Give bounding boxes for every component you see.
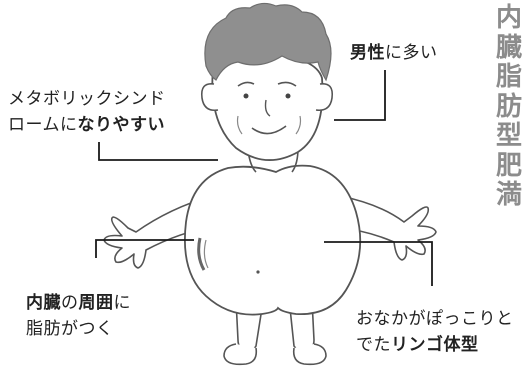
title-char: 満 — [495, 180, 522, 210]
hair — [204, 2, 332, 82]
title-char: 脂 — [495, 62, 522, 92]
mouth — [251, 125, 287, 135]
leader-visceral — [95, 239, 194, 258]
callout-apple: おなかがぽっこりと でたリンゴ体型 — [356, 306, 514, 358]
right-eye — [285, 93, 291, 99]
callout-metabolic-line2: ロームになりやすい — [8, 112, 166, 138]
apple-torso — [183, 164, 362, 316]
callout-apple-plain: でた — [356, 335, 391, 355]
callout-visceral-line2: 脂肪がつく — [26, 319, 114, 339]
face — [211, 52, 324, 161]
leader-apple — [324, 241, 433, 286]
belly-mark — [197, 237, 206, 271]
callout-visceral-plain-b: に — [113, 293, 131, 313]
left-eye — [243, 93, 249, 99]
callout-metabolic: メタボリックシンド ロームになりやすい — [8, 86, 166, 138]
leader-metabolic — [98, 142, 218, 161]
left-foot — [223, 343, 258, 366]
callout-visceral-bold-a: 内臓 — [26, 293, 61, 313]
leader-male — [334, 70, 386, 121]
callout-male-bold: 男性 — [350, 43, 385, 63]
callout-male: 男性に多い — [350, 40, 438, 66]
callout-apple-bold: リンゴ体型 — [391, 335, 479, 355]
callout-visceral-bold-b: 周囲 — [78, 293, 114, 313]
callout-visceral-line1: 内臓の周囲に — [26, 290, 131, 316]
right-foot — [292, 343, 327, 366]
title-char: 肪 — [495, 91, 522, 122]
vertical-title: 内 臓 脂 肪 型 肥 満 — [494, 3, 524, 211]
title-char: 臓 — [495, 32, 522, 63]
callout-visceral: 内臓の周囲に 脂肪がつく — [26, 290, 131, 342]
navel — [256, 270, 260, 274]
title-char: 肥 — [495, 150, 522, 181]
callout-apple-line2: でたリンゴ体型 — [356, 332, 514, 358]
callout-male-rest: に多い — [385, 43, 438, 63]
title-char: 型 — [495, 121, 522, 151]
callout-metabolic-line1: メタボリックシンド — [8, 89, 166, 109]
callout-visceral-plain-a: の — [61, 293, 79, 313]
right-arm — [337, 195, 437, 261]
right-ear — [315, 82, 334, 112]
left-ear — [200, 82, 219, 112]
callout-apple-line1: おなかがぽっこりと — [356, 309, 514, 329]
title-char: 内 — [495, 3, 522, 33]
callout-metabolic-bold: なりやすい — [77, 115, 165, 135]
callout-metabolic-plain: ロームに — [8, 115, 78, 135]
